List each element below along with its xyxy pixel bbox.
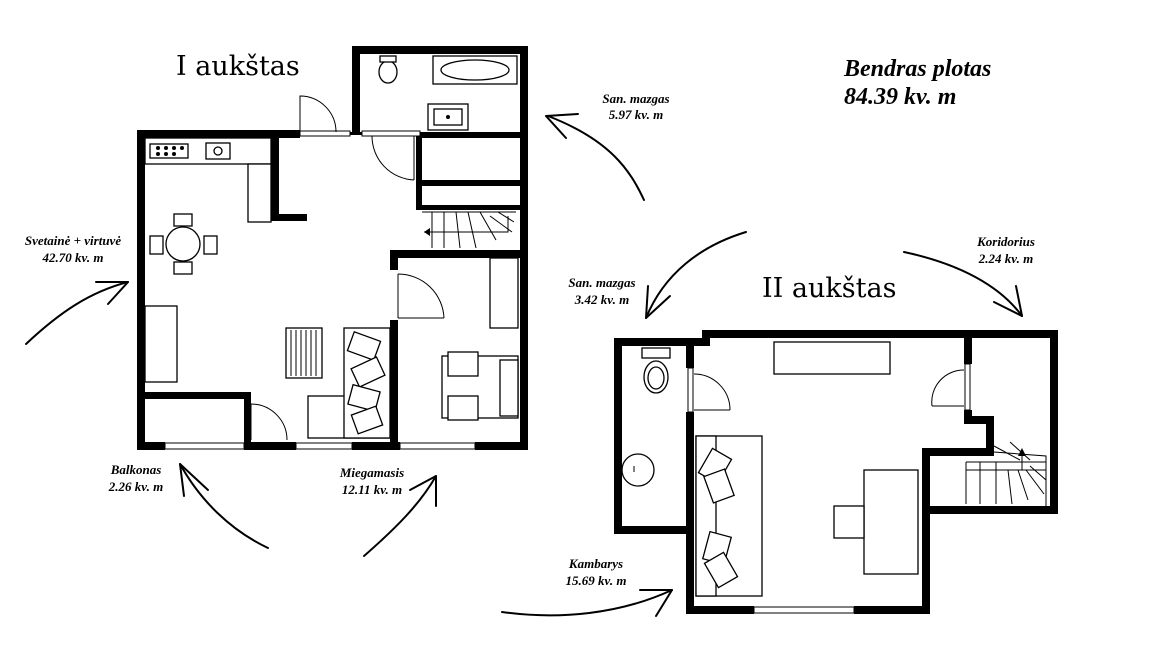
- arrow-san2: [645, 231, 747, 319]
- room-name: Miegamasis: [339, 465, 404, 480]
- room-label-bedroom: Miegamasis 12.11 kv. m: [339, 465, 404, 497]
- second-floor-title: II aukštas: [762, 273, 896, 304]
- room-name: San. mazgas: [602, 91, 669, 106]
- arrow-bedroom: [363, 475, 437, 557]
- total-area-value: 84.39 kv. m: [844, 84, 956, 110]
- room-label-corridor: Koridorius 2.24 kv. m: [976, 234, 1035, 266]
- room-area: 3.42 kv. m: [574, 292, 629, 307]
- room-area: 42.70 kv. m: [42, 250, 104, 265]
- first-floor-title: I aukštas: [176, 51, 300, 82]
- room-area: 2.24 kv. m: [978, 251, 1033, 266]
- room-label-room: Kambarys 15.69 kv. m: [566, 556, 627, 588]
- room-label-san1: San. mazgas 5.97 kv. m: [602, 91, 669, 122]
- arrow-san1: [545, 113, 645, 201]
- first-floor-plan: [137, 46, 528, 450]
- room-label-balcony: Balkonas 2.26 kv. m: [108, 462, 163, 494]
- room-name: Svetainė + virtuvė: [25, 233, 121, 248]
- total-area-title: Bendras plotas: [843, 56, 991, 82]
- room-name: Balkonas: [110, 462, 162, 477]
- arrow-living: [25, 281, 129, 345]
- arrow-room: [501, 589, 673, 617]
- annotation-arrows: [25, 113, 1023, 617]
- room-area: 15.69 kv. m: [566, 573, 627, 588]
- room-name: Kambarys: [568, 556, 623, 571]
- room-label-living: Svetainė + virtuvė 42.70 kv. m: [25, 233, 121, 265]
- arrow-corridor: [903, 251, 1023, 317]
- room-name: Koridorius: [976, 234, 1035, 249]
- room-name: San. mazgas: [568, 275, 635, 290]
- arrow-balcony: [179, 463, 269, 549]
- room-area: 12.11 kv. m: [342, 482, 402, 497]
- second-floor-plan: [614, 330, 1058, 614]
- room-area: 5.97 kv. m: [609, 107, 663, 122]
- room-label-san2: San. mazgas 3.42 kv. m: [568, 275, 635, 307]
- room-area: 2.26 kv. m: [108, 479, 163, 494]
